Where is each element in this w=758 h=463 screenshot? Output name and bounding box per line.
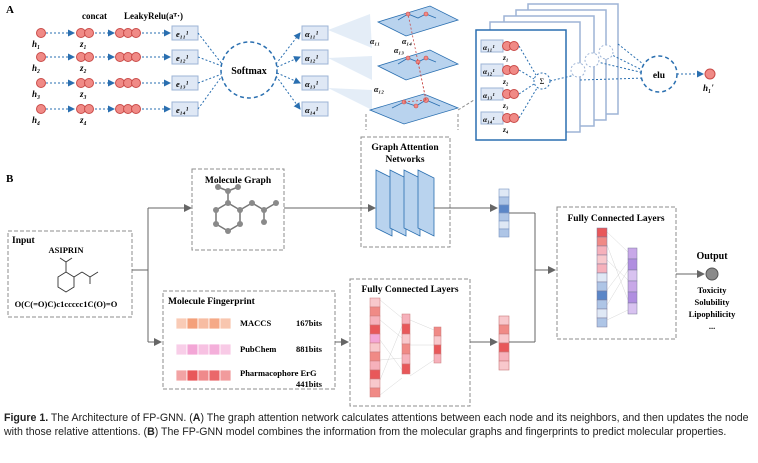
card-alpha-3: α₁₃¹: [483, 91, 495, 100]
figure-caption: Figure 1. The Architecture of FP-GNN. (A…: [4, 412, 754, 439]
panel-b-label: B: [6, 173, 14, 185]
elu-label: elu: [653, 71, 666, 81]
card-alpha-4: α₁₄¹: [483, 115, 495, 124]
fp-output-vector: [498, 315, 510, 371]
fingerprint-bit-cell: [175, 317, 188, 330]
attention-head-cards: [475, 3, 649, 141]
fingerprint-bit-cell: [175, 343, 188, 356]
card-z-4: z₄: [502, 125, 509, 134]
attention-beams: [328, 14, 372, 110]
z-node-pairs: [76, 28, 94, 114]
leaky-node-triples: [115, 28, 141, 114]
graph-plane-stack: [368, 5, 460, 125]
fingerprint-bit-cell: [208, 317, 221, 330]
z-label-3: z₃: [79, 89, 87, 99]
fc-small-title: Fully Connected Layers: [361, 285, 458, 295]
sum-symbol: Σ: [540, 77, 545, 86]
e-label-4: e₁₄¹: [176, 105, 189, 115]
output-lipophilicity: Lipophilicity: [689, 309, 737, 319]
fingerprint-bars: [175, 317, 232, 382]
concat-label: concat: [82, 11, 107, 21]
fingerprint-bit-cell: [208, 343, 221, 356]
h-label-1: h₁: [32, 39, 40, 49]
fingerprint-bit-cell: [219, 343, 232, 356]
z-label-4: z₄: [79, 115, 87, 125]
card-z-3: z₃: [502, 101, 509, 110]
caption-text-2: ) The graph attention network calculates…: [4, 412, 749, 438]
fingerprint-bit-cell: [175, 369, 188, 382]
e-label-3: e₁₃¹: [176, 79, 189, 89]
caption-text-1: The Architecture of FP-GNN. (: [48, 412, 193, 424]
alpha-label-3: α₁₃¹: [305, 79, 319, 89]
fingerprint-bit-cell: [219, 369, 232, 382]
fingerprint-bit-cell: [208, 369, 221, 382]
fc-big-box: [556, 206, 677, 340]
card-alpha-1: α₁₁¹: [483, 43, 495, 52]
fc-big-network: [596, 227, 638, 328]
caption-a: A: [192, 412, 201, 424]
output-toxicity: Toxicity: [698, 285, 728, 295]
fp-name-pubchem: PubChem: [240, 344, 276, 354]
h-label-3: h₃: [32, 89, 40, 99]
e-boxes: [171, 25, 199, 117]
fingerprint-bit-cell: [197, 317, 210, 330]
molecule-name: ASIPRIN: [49, 245, 85, 255]
fp-name-maccs: MACCS: [240, 318, 271, 328]
card-z-1: z₁: [502, 53, 509, 62]
panel-a-label: A: [6, 4, 14, 16]
fp-bits-maccs: 167bits: [296, 318, 323, 328]
alpha-label-4: α₁₄¹: [305, 105, 319, 115]
softmax-circle: [220, 41, 278, 99]
fingerprint-bit-cell: [197, 369, 210, 382]
fingerprint-bit-cell: [186, 369, 199, 382]
fingerprint-bit-cell: [186, 317, 199, 330]
card-alpha-2: α₁₂¹: [483, 67, 495, 76]
fp-bits-pubchem: 881bits: [296, 344, 323, 354]
fp-bits-erg: 441bits: [296, 379, 323, 389]
h-label-2: h₂: [32, 63, 40, 73]
output-title: Output: [696, 251, 728, 262]
alpha-boxes: [301, 25, 329, 117]
molecule-graph-drawing: [213, 184, 279, 234]
fingerprint-bit-cell: [197, 343, 210, 356]
alpha-label-2: α₁₂¹: [305, 53, 319, 63]
output-solubility: Solubility: [695, 297, 731, 307]
caption-text-3: ) The FP-GNN model combines the informat…: [154, 425, 727, 438]
caption-b: B: [147, 425, 155, 438]
z-label-1: z₁: [79, 39, 87, 49]
h-label-4: h₄: [32, 115, 40, 125]
fc-big-title: Fully Connected Layers: [567, 214, 664, 224]
e-label-1: e₁₁¹: [176, 29, 189, 39]
softmax-label: Softmax: [231, 66, 267, 77]
architecture-figure: A h₁ h₂ h₃ h₄ concat z₁ z₂ z₃ z₄ Leaky: [6, 3, 737, 407]
aspirin-structure: [57, 257, 99, 293]
graph-alpha-12: α₁₂: [374, 85, 384, 94]
gan-title-line1: Graph Attention: [371, 143, 439, 153]
z-label-2: z₂: [79, 63, 87, 73]
gan-output-vector: [498, 188, 510, 238]
gan-title-line2: Networks: [385, 155, 424, 165]
h-nodes: [36, 28, 46, 114]
e-label-2: e₁₂¹: [176, 53, 189, 63]
graph-alpha-11: α₁₁: [370, 37, 380, 46]
fingerprint-title: Molecule Fingerprint: [168, 297, 256, 307]
input-title: Input: [12, 236, 36, 246]
graph-alpha-14: α₁₄: [402, 37, 412, 46]
fp-name-erg: Pharmacophore ErG: [240, 368, 317, 378]
output-node: [704, 68, 716, 80]
output-ellipsis: ...: [709, 321, 715, 331]
fingerprint-bit-cell: [186, 343, 199, 356]
smiles-string: O(C(=O)C)c1ccccc1C(O)=O: [15, 299, 118, 309]
caption-figure-label: Figure 1.: [4, 412, 49, 424]
alpha-label-1: α₁₁¹: [305, 29, 319, 39]
output-node-label: h₁': [703, 83, 714, 93]
gan-layer-stack: [375, 169, 435, 237]
fc-small-network: [369, 297, 442, 398]
card-z-2: z₂: [502, 77, 509, 86]
graph-alpha-13: α₁₃: [394, 46, 404, 55]
output-circle: [705, 267, 719, 281]
fingerprint-bit-cell: [219, 317, 232, 330]
molecule-graph-title: Molecule Graph: [205, 176, 272, 186]
leakyrelu-label: LeakyRelu(aᵀ·): [124, 11, 183, 21]
